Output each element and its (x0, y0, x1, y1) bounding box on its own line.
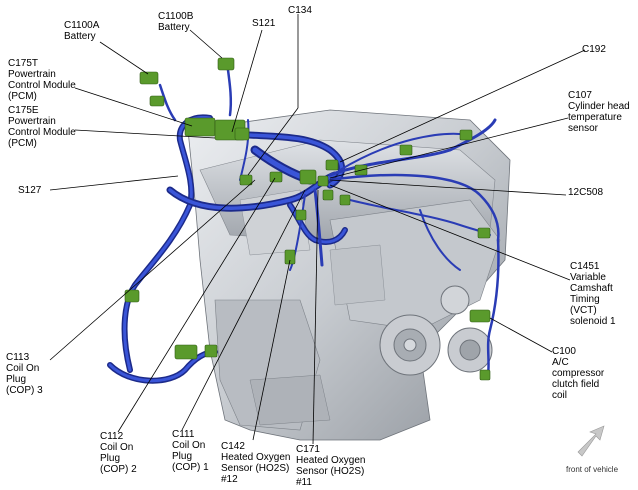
callout-s127: S127 (18, 185, 42, 196)
callout-12c508: 12C508 (568, 187, 604, 198)
engine-block (187, 109, 511, 441)
callout-c134: C134 (288, 5, 312, 16)
callout-c192: C192 (582, 44, 606, 55)
callout-s121: S121 (252, 18, 276, 29)
leader-lines (49, 14, 586, 445)
connectors (124, 57, 491, 381)
front-direction-arrow-icon (577, 425, 605, 457)
orientation-label: front of vehicle (566, 465, 619, 474)
